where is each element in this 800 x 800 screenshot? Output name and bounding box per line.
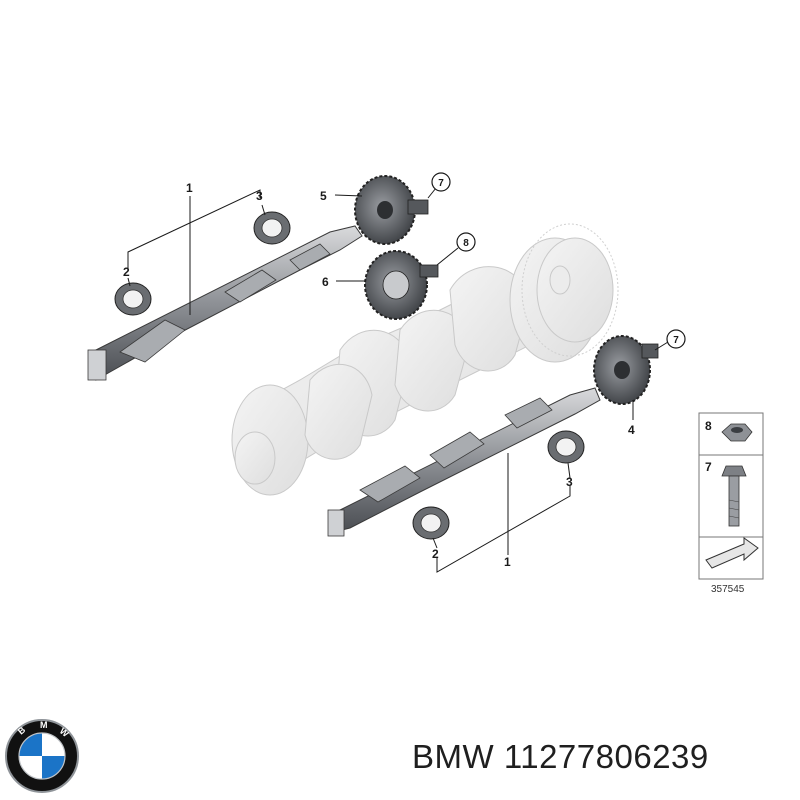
callout-label: 3: [566, 475, 573, 489]
needle-bearing: [547, 430, 585, 464]
callout-label: 5: [320, 189, 327, 203]
callout-label: 3: [256, 189, 263, 203]
callout-label: 1: [504, 555, 511, 569]
direction-arrow-icon: [705, 537, 759, 569]
diagram-reference-number: 357545: [711, 584, 745, 595]
svg-text:8: 8: [463, 238, 469, 249]
svg-text:7: 7: [438, 178, 444, 189]
svg-text:7: 7: [673, 335, 679, 346]
leader-lines: [127, 187, 669, 573]
callout-labels: 1 3 2 5 6 1 3 2 4: [123, 181, 635, 569]
needle-bearing: [412, 506, 450, 540]
callout-label: 2: [432, 547, 439, 561]
needle-bearing: [253, 211, 291, 245]
nut-icon: [721, 423, 753, 442]
circled-callout: 8: [456, 232, 476, 252]
callout-label: 6: [322, 275, 329, 289]
callout-label: 2: [123, 265, 130, 279]
bmw-logo: B M W: [5, 719, 79, 793]
balance-shaft-upper: [87, 225, 363, 381]
svg-text:B: B: [16, 724, 28, 736]
svg-text:M: M: [40, 720, 48, 730]
gear-5: [354, 175, 429, 245]
circled-callout: 7: [431, 172, 451, 192]
callout-label: 1: [186, 181, 193, 195]
callout-label: 4: [628, 423, 635, 437]
parts-legend: 8 7: [698, 412, 764, 580]
needle-bearing: [114, 282, 152, 316]
balance-shaft-lower: [327, 387, 601, 537]
legend-item-number: 8: [705, 419, 712, 433]
crankshaft-gear-ring: [521, 223, 619, 357]
bolt-icon: [721, 465, 747, 527]
gear-4: [593, 335, 659, 405]
crankshaft-ghost: [231, 237, 614, 496]
gear-6: [364, 250, 439, 320]
circled-callout: 7: [666, 329, 686, 349]
legend-item-number: 7: [705, 460, 712, 474]
part-number-caption: BMW 11277806239: [412, 738, 709, 775]
